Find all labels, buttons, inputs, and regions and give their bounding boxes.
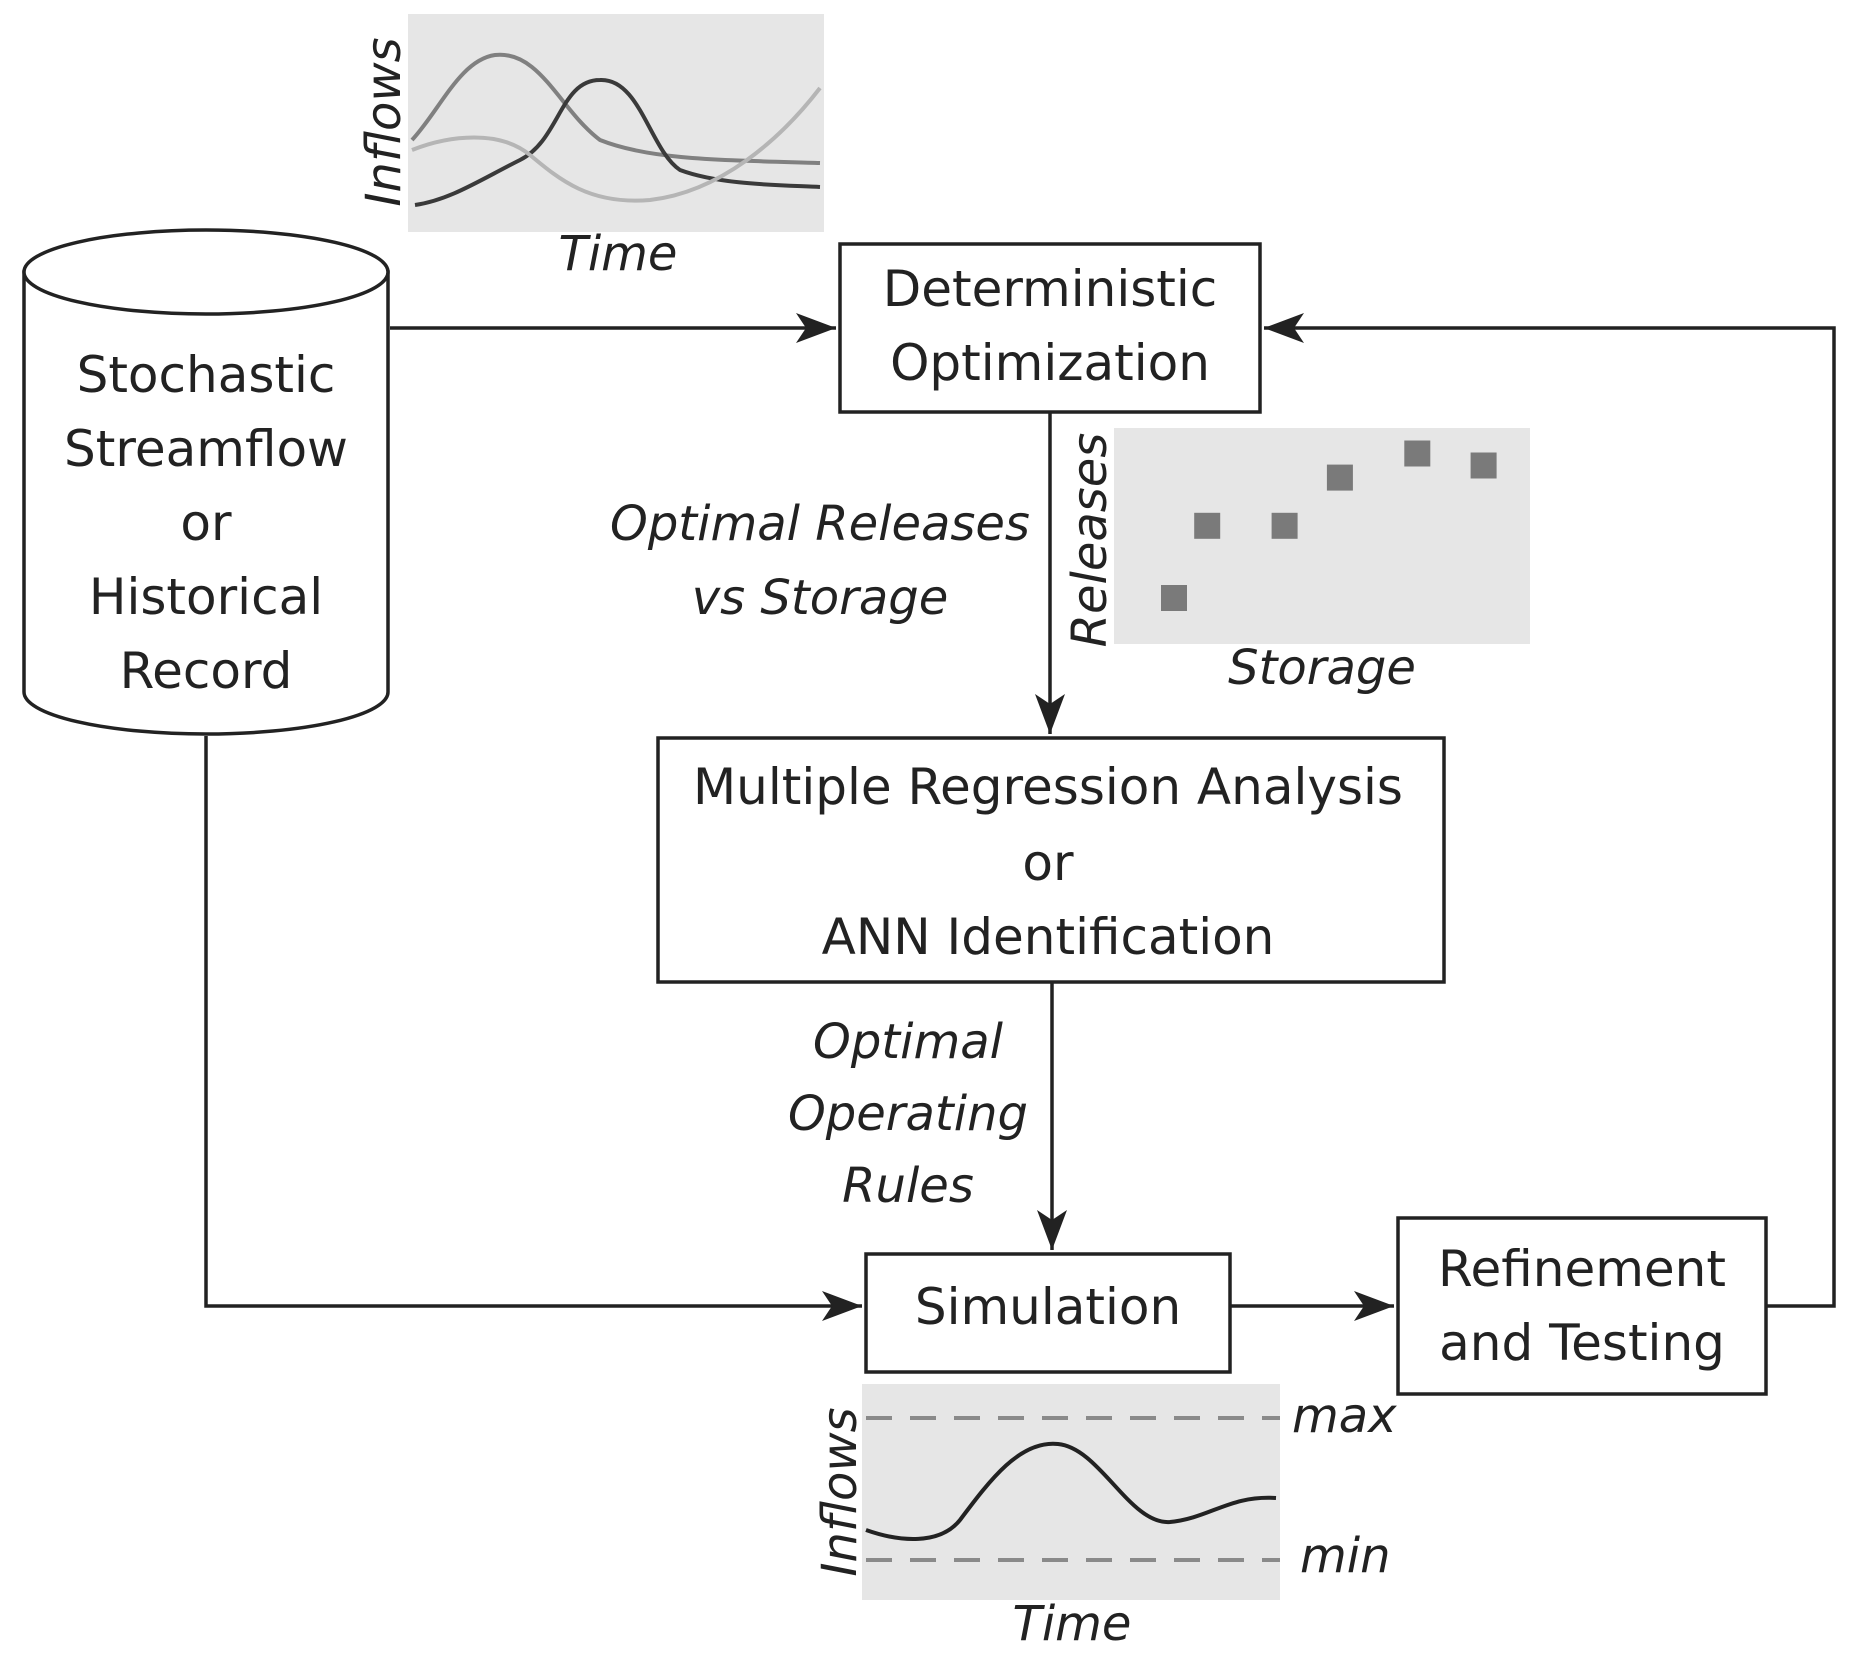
inset-simulation-min-label: min	[1300, 1528, 1391, 1584]
inset-simulation-chart: Inflows Time max min	[812, 1384, 1397, 1652]
simulated-inflow-series	[865, 1441, 1277, 1541]
release-point	[1161, 585, 1187, 611]
inflow-series-1	[410, 52, 821, 165]
regression-node: Multiple Regression Analysis or ANN Iden…	[656, 736, 1446, 984]
regression-label-line-3: ANN Identification	[822, 908, 1275, 966]
inflow-series-3	[411, 86, 822, 203]
release-point	[1271, 512, 1298, 539]
edge-label-operating-rules-line-1: Optimal	[813, 1014, 1004, 1070]
source-label-line-5: Record	[120, 642, 293, 700]
refinement-node: Refinement and Testing	[1396, 1216, 1768, 1396]
edge-label-operating-rules-line-3: Rules	[842, 1158, 974, 1214]
inset-releases-panel	[1114, 428, 1530, 644]
inset-inflows-ylabel: Inflows	[356, 37, 412, 206]
source-database: Stochastic Streamflow or Historical Reco…	[22, 228, 390, 736]
cylinder-body	[22, 270, 390, 736]
refinement-box	[1396, 1216, 1768, 1396]
edge-label-operating-rules-line-2: Operating	[788, 1086, 1028, 1142]
inset-inflows-chart: Inflows Time	[356, 14, 824, 282]
source-label-line-3: or	[180, 494, 232, 552]
regression-label-line-1: Multiple Regression Analysis	[693, 758, 1403, 816]
inset-simulation-xlabel: Time	[1013, 1596, 1132, 1652]
inset-releases-chart: Releases Storage	[1062, 428, 1530, 696]
edge-label-optimal-releases-line-1: Optimal Releases	[610, 496, 1030, 552]
refinement-label-line-2: and Testing	[1439, 1314, 1725, 1372]
source-label-line-4: Historical	[89, 568, 323, 626]
cylinder-top	[22, 228, 390, 316]
inset-inflows-xlabel: Time	[559, 226, 678, 282]
arrow-refinement-to-optimization	[1264, 313, 1836, 1308]
refinement-label-line-1: Refinement	[1438, 1240, 1726, 1298]
regression-label-line-2: or	[1022, 834, 1074, 892]
optimization-label-line-2: Optimization	[890, 334, 1210, 392]
source-label-line-2: Streamflow	[64, 420, 348, 478]
simulation-box	[864, 1252, 1232, 1374]
inset-releases-ylabel: Releases	[1062, 433, 1118, 648]
inset-simulation-max-label: max	[1292, 1388, 1397, 1444]
release-point	[1326, 464, 1353, 491]
release-point	[1470, 452, 1497, 479]
optimization-node: Deterministic Optimization	[838, 242, 1262, 414]
inset-inflows-panel	[408, 14, 824, 232]
regression-box	[656, 736, 1446, 984]
optimization-label-line-1: Deterministic	[883, 260, 1218, 318]
release-points	[1161, 440, 1497, 611]
edge-label-optimal-releases-line-2: vs Storage	[692, 570, 948, 626]
inset-simulation-ylabel: Inflows	[812, 1407, 868, 1576]
optimization-box	[838, 242, 1262, 414]
simulation-node: Simulation	[864, 1252, 1232, 1374]
source-label-line-1: Stochastic	[77, 346, 336, 404]
inset-releases-xlabel: Storage	[1228, 640, 1416, 696]
arrow-source-to-simulation	[204, 736, 862, 1321]
release-point	[1194, 512, 1221, 539]
release-point	[1404, 440, 1431, 467]
simulation-label: Simulation	[915, 1278, 1181, 1336]
